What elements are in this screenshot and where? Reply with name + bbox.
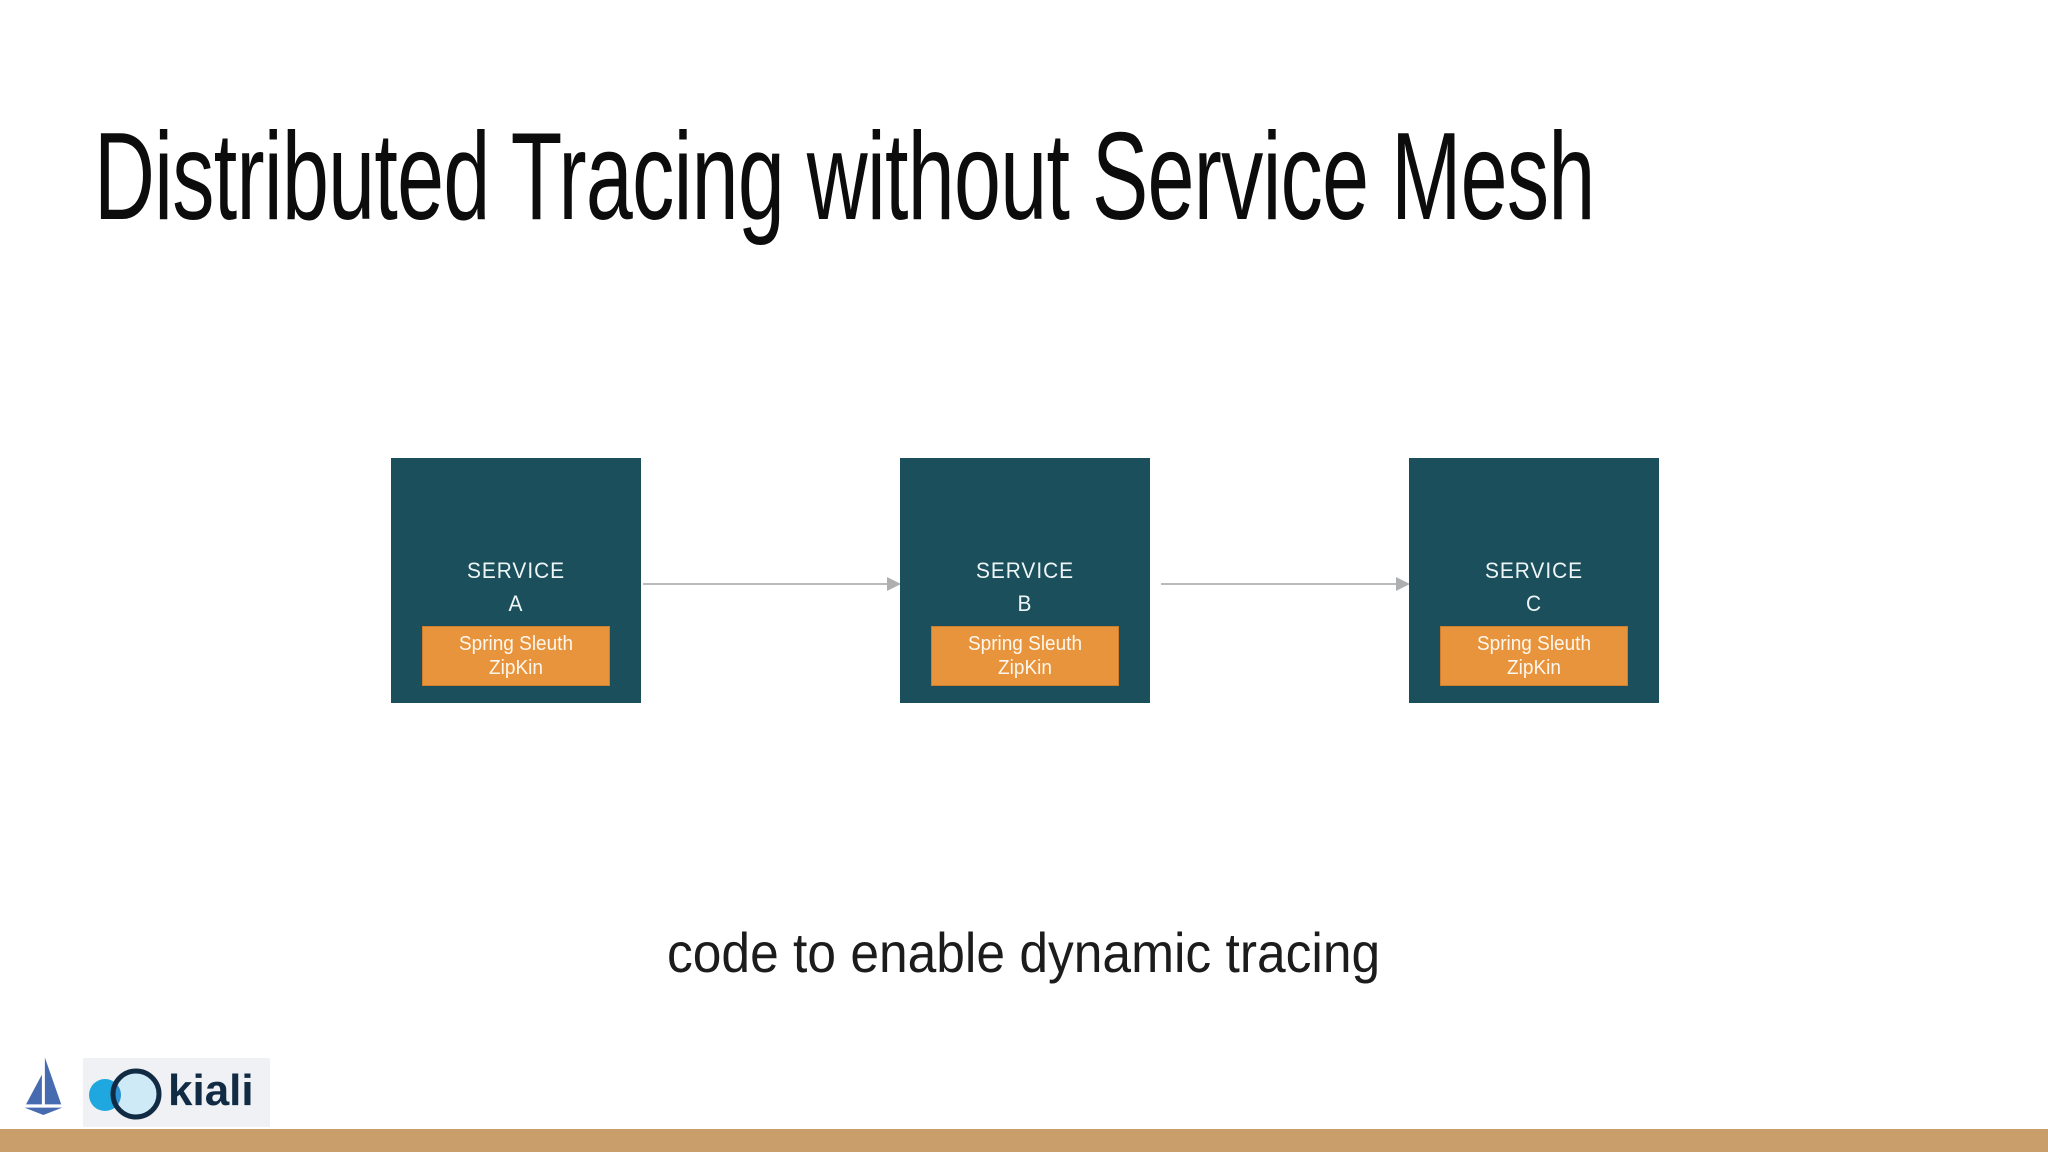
spring-sleuth-zipkin-badge-a: Spring Sleuth ZipKin bbox=[422, 626, 610, 686]
istio-jib-sail bbox=[26, 1074, 42, 1105]
istio-main-sail bbox=[44, 1057, 62, 1105]
service-b-name: SERVICE bbox=[975, 558, 1075, 583]
service-c-name: SERVICE bbox=[1484, 558, 1584, 583]
service-box-a: SERVICE A Spring Sleuth ZipKin bbox=[391, 458, 641, 703]
service-b-labels: SERVICE B bbox=[900, 554, 1150, 620]
badge-b-line-1: Spring Sleuth bbox=[967, 633, 1083, 655]
badge-c-line-2: ZipKin bbox=[1507, 657, 1561, 679]
badge-b-line-2: ZipKin bbox=[998, 657, 1052, 679]
service-c-letter: C bbox=[1525, 591, 1543, 616]
kiali-circles-icon bbox=[89, 1068, 162, 1120]
service-box-b: SERVICE B Spring Sleuth ZipKin bbox=[900, 458, 1150, 703]
caption: code to enable dynamic tracing bbox=[0, 924, 2048, 982]
service-box-c: SERVICE C Spring Sleuth ZipKin bbox=[1409, 458, 1659, 703]
kiali-logo: kiali bbox=[83, 1058, 270, 1127]
badge-a-line-1: Spring Sleuth bbox=[458, 633, 574, 655]
badge-a-line-2: ZipKin bbox=[489, 657, 543, 679]
page-title: Distributed Tracing without Service Mesh bbox=[94, 108, 2048, 247]
service-a-letter: A bbox=[508, 591, 524, 616]
istio-hull bbox=[24, 1107, 63, 1116]
spring-sleuth-zipkin-badge-c: Spring Sleuth ZipKin bbox=[1440, 626, 1628, 686]
istio-logo-icon bbox=[24, 1057, 63, 1116]
service-a-name: SERVICE bbox=[466, 558, 566, 583]
service-c-labels: SERVICE C bbox=[1409, 554, 1659, 620]
badge-c-line-1: Spring Sleuth bbox=[1476, 633, 1592, 655]
spring-sleuth-zipkin-badge-b: Spring Sleuth ZipKin bbox=[931, 626, 1119, 686]
service-b-letter: B bbox=[1017, 591, 1033, 616]
kiali-wordmark: kiali bbox=[168, 1065, 254, 1115]
page-title-text: Distributed Tracing without Service Mesh bbox=[94, 108, 1595, 246]
service-a-labels: SERVICE A bbox=[391, 554, 641, 620]
flow-arrow-b-to-c bbox=[1161, 577, 1410, 591]
flow-arrow-a-to-b bbox=[643, 577, 901, 591]
footer-bar bbox=[0, 1129, 2048, 1152]
caption-text: code to enable dynamic tracing bbox=[667, 921, 1381, 984]
